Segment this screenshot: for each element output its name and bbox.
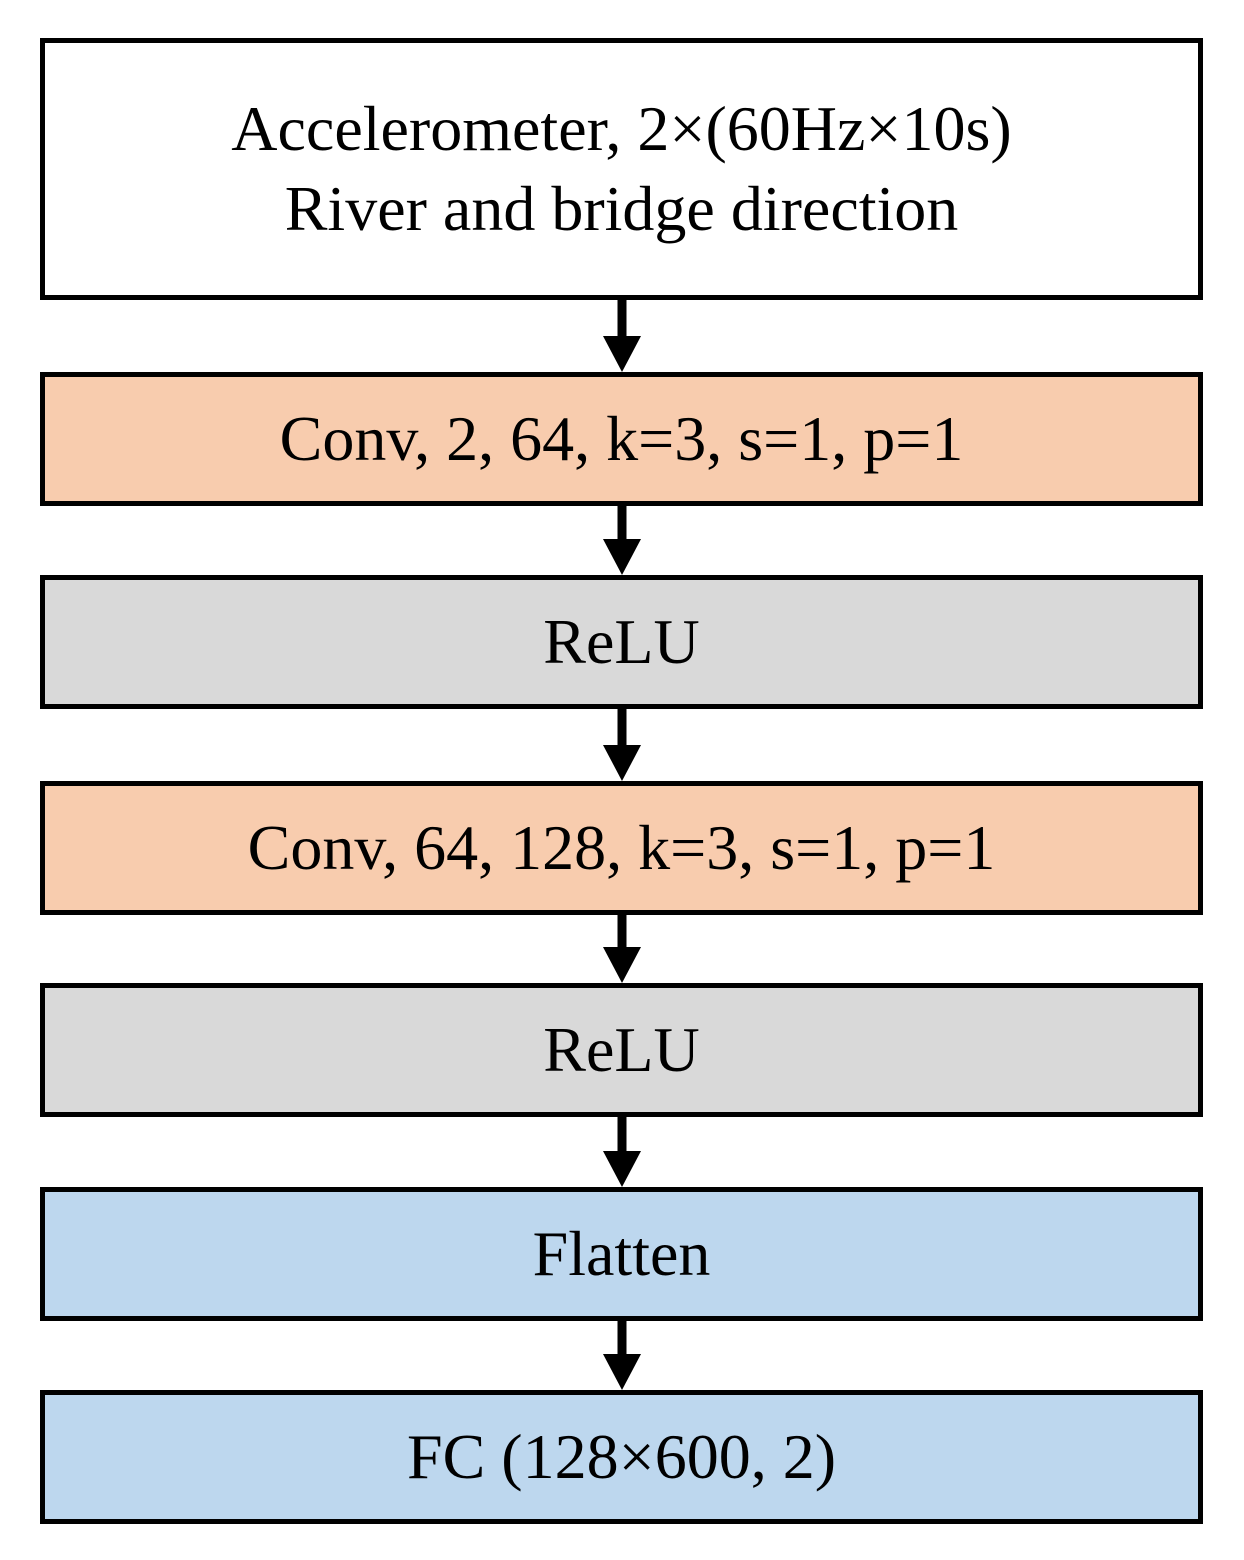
arrow-relu1-to-conv2 — [603, 709, 641, 781]
conv1-block: Conv, 2, 64, k=3, s=1, p=1 — [40, 372, 1203, 506]
fc-block-label: FC (128×600, 2) — [407, 1421, 836, 1492]
input-block-line-1: Accelerometer, 2×(60Hz×10s) — [231, 93, 1012, 164]
input-block-line-2: River and bridge direction — [284, 173, 959, 244]
fc-block: FC (128×600, 2) — [40, 1390, 1203, 1524]
arrow-conv1-to-relu1 — [603, 506, 641, 575]
relu2-block-label: ReLU — [543, 1014, 700, 1085]
relu1-block: ReLU — [40, 575, 1203, 709]
input-block: Accelerometer, 2×(60Hz×10s) River and br… — [40, 38, 1203, 300]
conv1-block-label: Conv, 2, 64, k=3, s=1, p=1 — [279, 403, 964, 474]
conv2-block: Conv, 64, 128, k=3, s=1, p=1 — [40, 781, 1203, 915]
arrow-input-to-conv1 — [603, 300, 641, 372]
flatten-block-label: Flatten — [532, 1218, 711, 1289]
conv2-block-label: Conv, 64, 128, k=3, s=1, p=1 — [247, 812, 996, 883]
arrow-conv2-to-relu2 — [603, 915, 641, 983]
relu2-block: ReLU — [40, 983, 1203, 1117]
relu1-block-label: ReLU — [543, 606, 700, 677]
flatten-block: Flatten — [40, 1187, 1203, 1321]
arrow-flatten-to-fc — [603, 1321, 641, 1390]
arrow-relu2-to-flatten — [603, 1117, 641, 1187]
